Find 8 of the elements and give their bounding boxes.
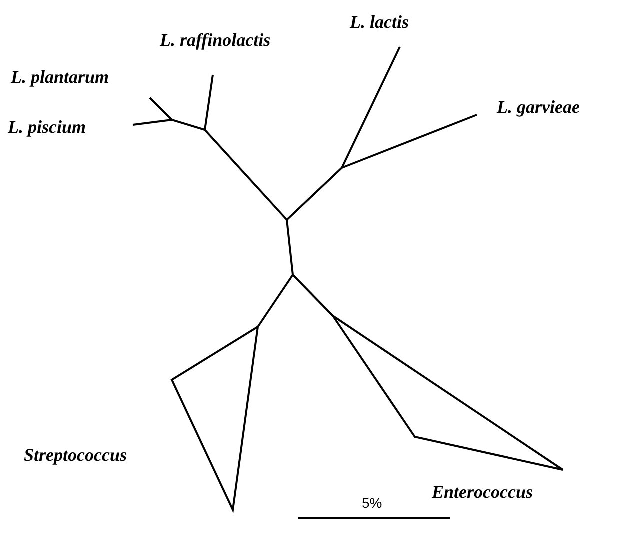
species-label: L. garvieae	[497, 98, 580, 116]
species-label: L. piscium	[8, 118, 86, 136]
genus-label: Enterococcus	[432, 483, 533, 501]
scale-label: 5%	[362, 496, 382, 510]
genus-label: Streptococcus	[24, 446, 127, 464]
species-label: L. plantarum	[11, 68, 110, 86]
species-label: L. raffinolactis	[160, 31, 271, 49]
species-label: L. lactis	[350, 13, 409, 31]
